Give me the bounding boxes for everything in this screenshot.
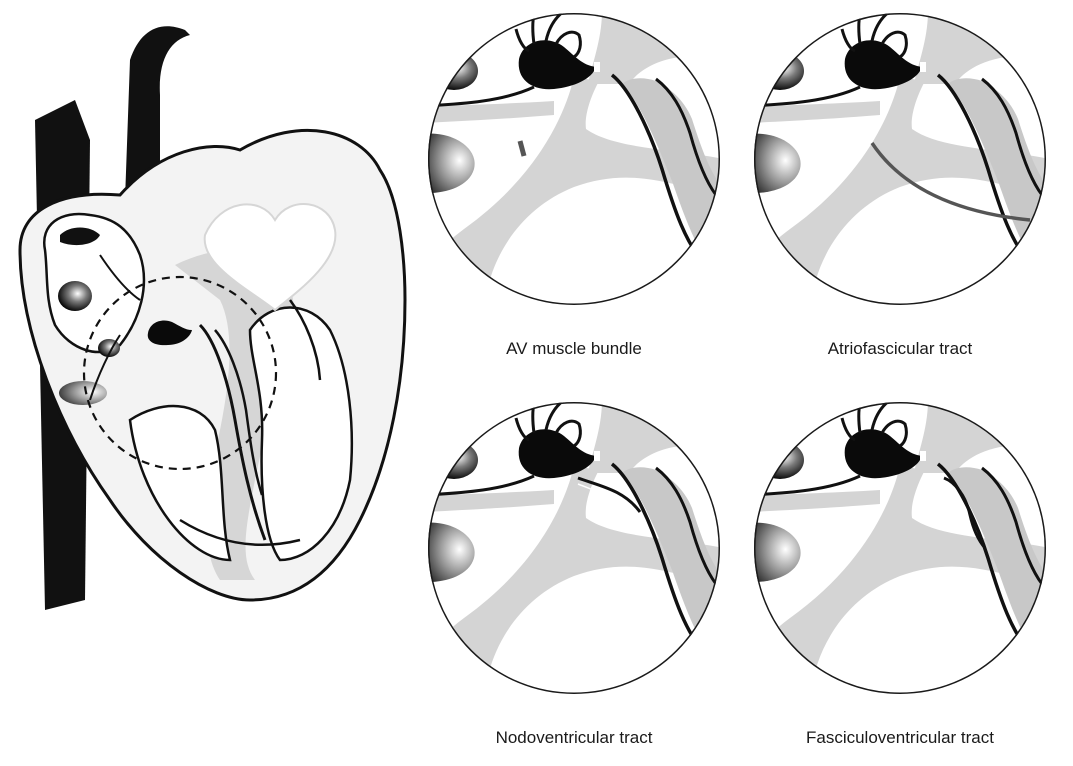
caption-fasciculoventricular-tract: Fasciculoventricular tract xyxy=(740,728,1060,748)
panel-nodoventricular-tract xyxy=(424,396,724,698)
caption-nodoventricular-tract: Nodoventricular tract xyxy=(414,728,734,748)
caption-atriofascicular-tract: Atriofascicular tract xyxy=(740,339,1060,359)
caption-av-muscle-bundle: AV muscle bundle xyxy=(414,339,734,359)
panel-atriofascicular-tract xyxy=(750,7,1050,309)
heart-illustration xyxy=(20,26,405,610)
panel-av-muscle-bundle xyxy=(424,7,724,309)
panel-fasciculoventricular-tract xyxy=(750,396,1050,698)
